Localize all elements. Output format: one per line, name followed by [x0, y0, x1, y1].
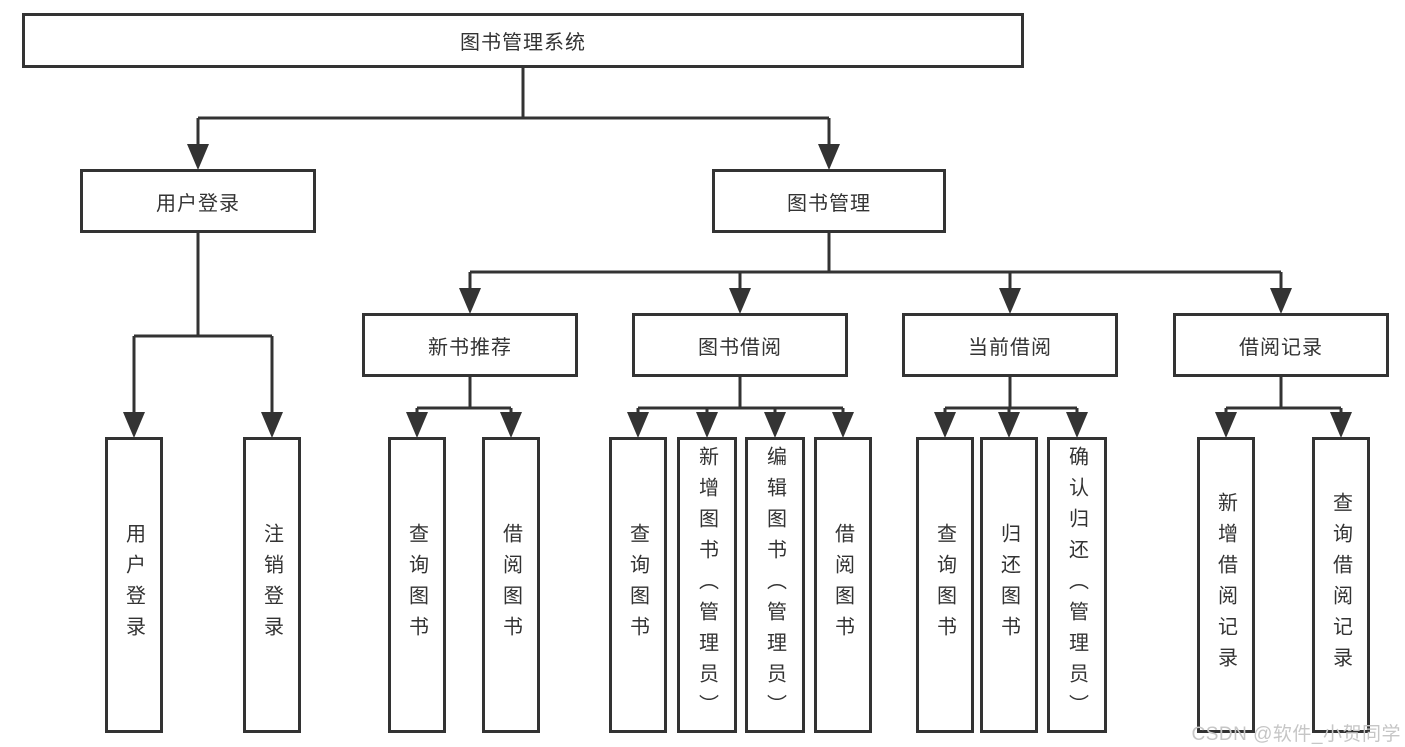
node-book-borrow-label: 图书借阅 — [698, 336, 782, 359]
node-root-label: 图书管理系统 — [460, 32, 586, 54]
leaf-cb-confirm-return-admin: 确认归还（管理员） — [1047, 437, 1107, 733]
leaf-cb-query-books-label: 查询图书 — [933, 523, 956, 647]
arrowhead-icon — [999, 288, 1021, 314]
arrowhead-icon — [500, 412, 522, 438]
leaf-bb-borrow-books: 借阅图书 — [814, 437, 872, 733]
leaf-br-add-record: 新增借阅记录 — [1197, 437, 1255, 733]
leaf-br-query-record: 查询借阅记录 — [1312, 437, 1370, 733]
arrowhead-icon — [187, 144, 209, 170]
leaf-bb-add-books-admin-label: 新增图书（管理员） — [695, 445, 718, 725]
csdn-watermark: CSDN @软件_小贺同学 — [1191, 724, 1401, 745]
arrowhead-icon — [1066, 412, 1088, 438]
leaf-user-login: 用户登录 — [105, 437, 163, 733]
arrowhead-icon — [627, 412, 649, 438]
node-user-login-label: 用户登录 — [156, 192, 240, 215]
leaf-br-add-record-label: 新增借阅记录 — [1214, 492, 1237, 678]
leaf-cb-return-books-label: 归还图书 — [997, 523, 1020, 647]
leaf-bb-query-books-label: 查询图书 — [626, 523, 649, 647]
node-user-login: 用户登录 — [80, 169, 316, 233]
arrowheads — [123, 144, 1352, 438]
leaf-bb-borrow-books-label: 借阅图书 — [831, 523, 854, 647]
arrowhead-icon — [406, 412, 428, 438]
arrowhead-icon — [1215, 412, 1237, 438]
leaf-nb-query-books: 查询图书 — [388, 437, 446, 733]
arrowhead-icon — [729, 288, 751, 314]
arrowhead-icon — [696, 412, 718, 438]
node-book-borrow: 图书借阅 — [632, 313, 848, 377]
leaf-user-login-label: 用户登录 — [122, 523, 145, 647]
node-borrow-records-label: 借阅记录 — [1239, 336, 1323, 359]
arrowhead-icon — [123, 412, 145, 438]
node-borrow-records: 借阅记录 — [1173, 313, 1389, 377]
leaf-cb-return-books: 归还图书 — [980, 437, 1038, 733]
arrowhead-icon — [459, 288, 481, 314]
arrowhead-icon — [818, 144, 840, 170]
leaf-nb-borrow-books: 借阅图书 — [482, 437, 540, 733]
arrowhead-icon — [764, 412, 786, 438]
leaf-bb-edit-books-admin-label: 编辑图书（管理员） — [763, 445, 786, 725]
leaf-nb-borrow-books-label: 借阅图书 — [499, 523, 522, 647]
leaf-logout: 注销登录 — [243, 437, 301, 733]
arrowhead-icon — [1330, 412, 1352, 438]
arrowhead-icon — [832, 412, 854, 438]
node-book-management-label: 图书管理 — [787, 192, 871, 215]
node-current-borrow-label: 当前借阅 — [968, 336, 1052, 359]
leaf-cb-confirm-return-admin-label: 确认归还（管理员） — [1065, 445, 1088, 725]
arrowhead-icon — [934, 412, 956, 438]
leaf-br-query-record-label: 查询借阅记录 — [1329, 492, 1352, 678]
leaf-cb-query-books: 查询图书 — [916, 437, 974, 733]
node-book-management: 图书管理 — [712, 169, 946, 233]
leaf-logout-label: 注销登录 — [260, 523, 283, 647]
leaf-nb-query-books-label: 查询图书 — [405, 523, 428, 647]
node-root: 图书管理系统 — [22, 13, 1024, 68]
arrowhead-icon — [998, 412, 1020, 438]
node-current-borrow: 当前借阅 — [902, 313, 1118, 377]
leaf-bb-add-books-admin: 新增图书（管理员） — [677, 437, 737, 733]
leaf-bb-edit-books-admin: 编辑图书（管理员） — [745, 437, 805, 733]
arrowhead-icon — [1270, 288, 1292, 314]
node-new-book-recommend-label: 新书推荐 — [428, 336, 512, 359]
arrowhead-icon — [261, 412, 283, 438]
leaf-bb-query-books: 查询图书 — [609, 437, 667, 733]
node-new-book-recommend: 新书推荐 — [362, 313, 578, 377]
